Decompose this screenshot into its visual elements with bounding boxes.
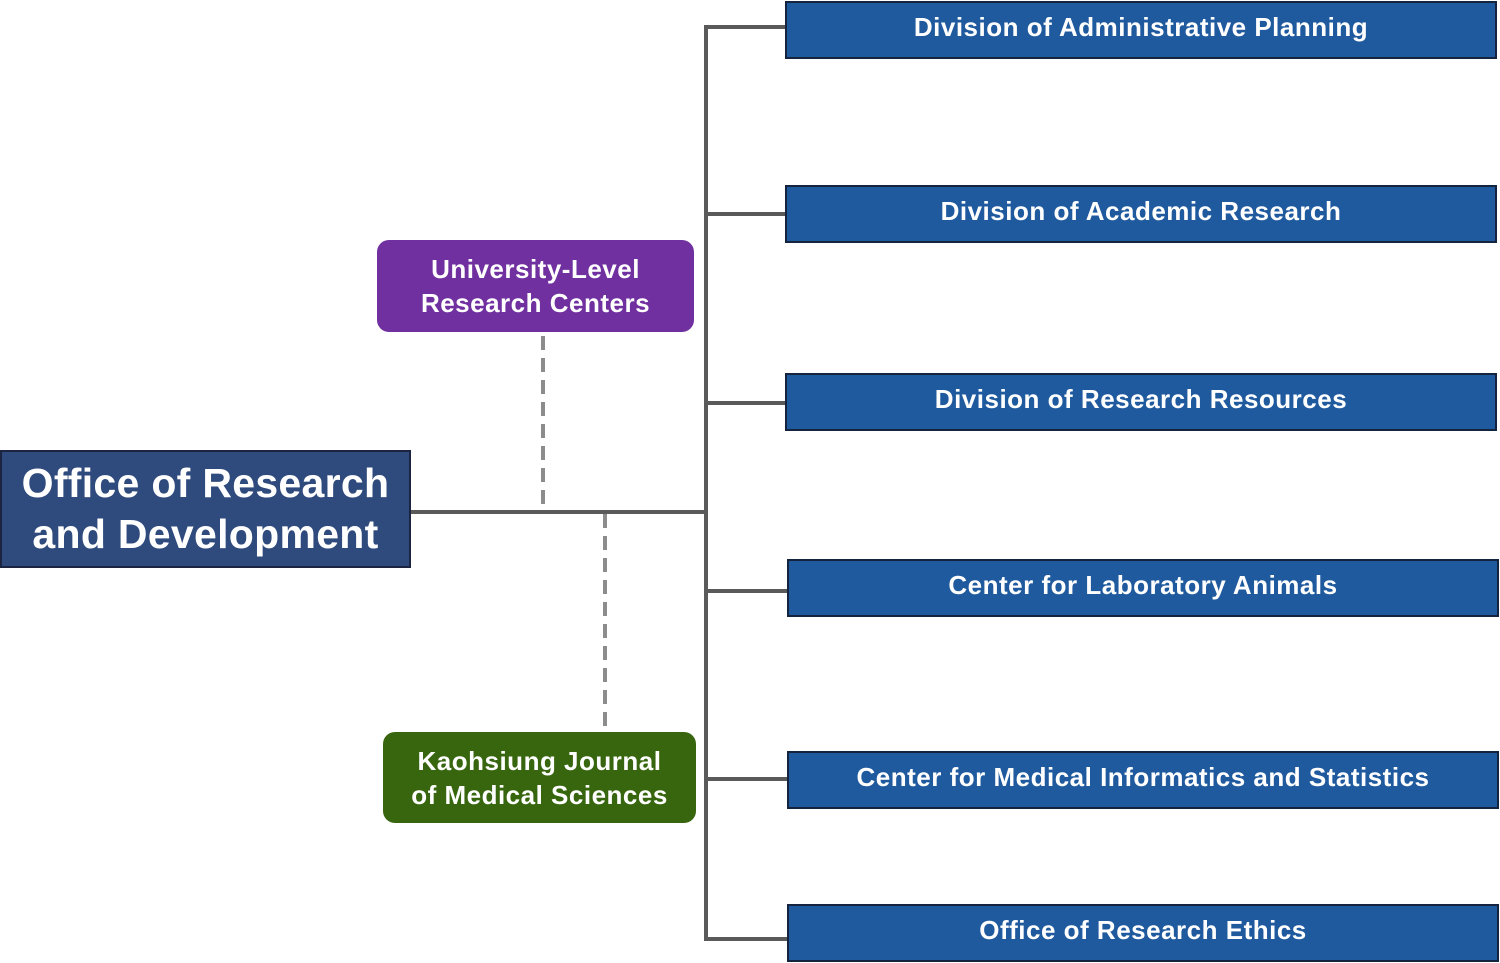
unit-label: Center for Medical Informatics and Stati…: [856, 761, 1430, 792]
unit-node-laboratory-animals: Center for Laboratory Animals: [787, 559, 1499, 617]
unit-label: Division of Research Resources: [934, 383, 1348, 414]
root-node-label-line2: and Development: [32, 511, 379, 557]
journal-label-line1: Kaohsiung Journal: [417, 745, 662, 776]
research-centers-label-line1: University-Level: [431, 254, 640, 284]
node-kaohsiung-journal: Kaohsiung Journal of Medical Sciences: [383, 732, 696, 823]
unit-node-academic-research: Division of Academic Research: [785, 185, 1497, 243]
unit-node-medical-informatics: Center for Medical Informatics and Stati…: [787, 751, 1499, 809]
unit-label: Office of Research Ethics: [979, 914, 1307, 945]
research-centers-label-line2: Research Centers: [420, 288, 651, 318]
unit-node-administrative-planning: Division of Administrative Planning: [785, 1, 1497, 59]
unit-node-research-resources: Division of Research Resources: [785, 373, 1497, 431]
unit-node-research-ethics: Office of Research Ethics: [787, 904, 1499, 962]
unit-label: Division of Academic Research: [940, 195, 1342, 226]
unit-label: Center for Laboratory Animals: [948, 569, 1338, 600]
root-node-office-of-research: Office of Research and Development: [0, 450, 411, 568]
journal-label-line2: of Medical Sciences: [411, 779, 668, 810]
unit-label: Division of Administrative Planning: [913, 11, 1369, 42]
root-node-label-line1: Office of Research: [21, 460, 390, 506]
node-university-research-centers: University-Level Research Centers: [377, 240, 694, 332]
